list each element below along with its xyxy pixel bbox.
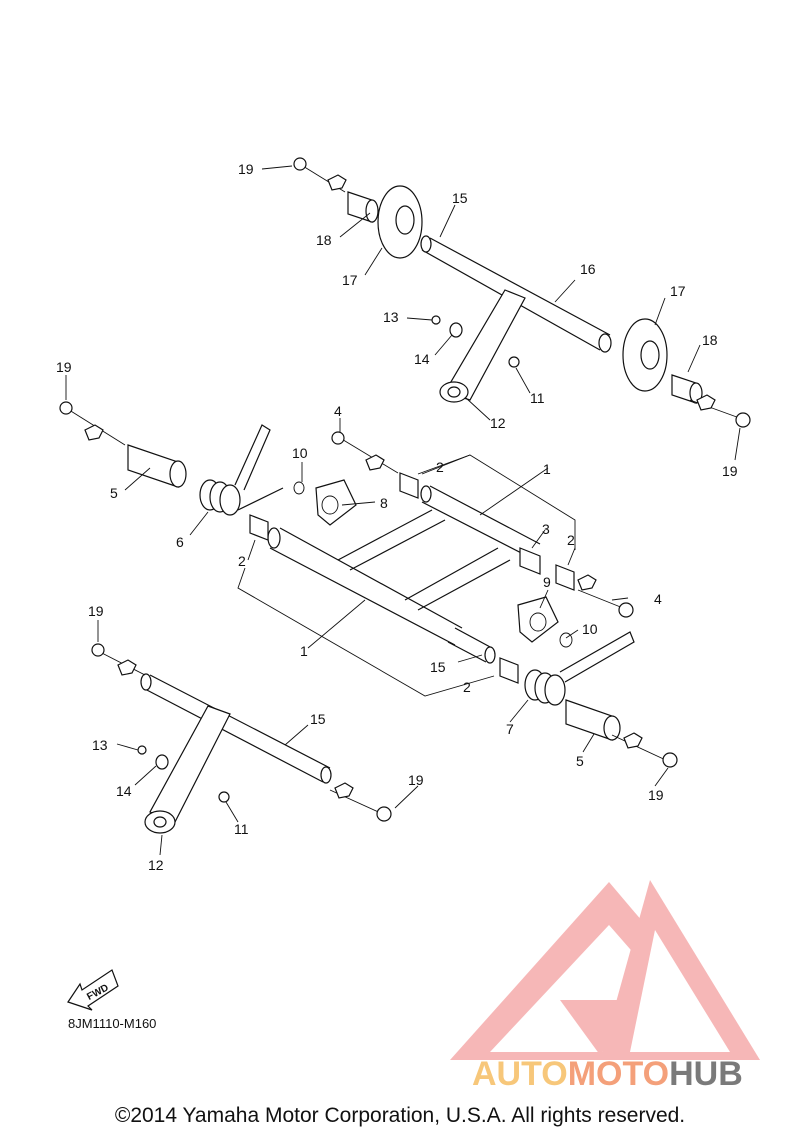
label-15: 15 bbox=[430, 659, 446, 675]
label-19: 19 bbox=[56, 359, 72, 375]
label-17: 17 bbox=[670, 283, 686, 299]
label-11: 11 bbox=[530, 390, 545, 406]
label-18: 18 bbox=[702, 332, 718, 348]
label-2: 2 bbox=[436, 459, 444, 475]
label-18: 18 bbox=[316, 232, 332, 248]
label-9: 9 bbox=[543, 574, 551, 590]
watermark-logo bbox=[450, 880, 760, 1060]
label-2: 2 bbox=[238, 553, 246, 569]
label-8: 8 bbox=[380, 495, 388, 511]
label-19: 19 bbox=[408, 772, 424, 788]
label-13: 13 bbox=[383, 309, 399, 325]
copyright-notice: ©2014 Yamaha Motor Corporation, U.S.A. A… bbox=[114, 1104, 686, 1127]
label-4: 4 bbox=[334, 403, 342, 419]
label-11: 11 bbox=[234, 821, 249, 837]
label-1: 1 bbox=[300, 643, 308, 659]
fwd-arrow-icon: FWD bbox=[67, 969, 119, 1011]
label-2: 2 bbox=[463, 679, 471, 695]
label-10: 10 bbox=[582, 621, 598, 637]
label-10: 10 bbox=[292, 445, 308, 461]
label-19: 19 bbox=[648, 787, 664, 803]
spring-6 bbox=[199, 424, 284, 516]
label-19: 19 bbox=[88, 603, 104, 619]
label-19: 19 bbox=[238, 161, 254, 177]
bottom-shaft-assembly bbox=[91, 643, 392, 834]
label-12: 12 bbox=[490, 415, 506, 431]
label-17: 17 bbox=[342, 272, 358, 288]
spring-7 bbox=[524, 631, 635, 706]
label-15: 15 bbox=[310, 711, 326, 727]
label-13: 13 bbox=[92, 737, 108, 753]
watermark-moto: MOTO bbox=[567, 1055, 670, 1093]
label-12: 12 bbox=[148, 857, 164, 873]
label-14: 14 bbox=[116, 783, 132, 799]
label-4: 4 bbox=[654, 591, 662, 607]
label-16: 16 bbox=[580, 261, 596, 277]
top-shaft-assembly bbox=[293, 157, 751, 428]
label-2: 2 bbox=[567, 532, 575, 548]
label-14: 14 bbox=[414, 351, 430, 367]
middle-frame-assembly bbox=[59, 401, 678, 768]
label-1: 1 bbox=[543, 461, 551, 477]
label-19: 19 bbox=[722, 463, 738, 479]
label-6: 6 bbox=[176, 534, 184, 550]
label-3: 3 bbox=[542, 521, 550, 537]
watermark-auto: AUTO bbox=[472, 1055, 568, 1093]
label-5: 5 bbox=[576, 753, 584, 769]
diagram-reference-code: 8JM1110-M160 bbox=[68, 1016, 157, 1031]
label-5: 5 bbox=[110, 485, 118, 501]
label-7: 7 bbox=[506, 721, 514, 737]
part-labels: 19 15 18 17 16 17 13 18 14 11 12 19 19 4… bbox=[56, 161, 738, 873]
label-15: 15 bbox=[452, 190, 468, 206]
watermark-hub: HUB bbox=[669, 1055, 743, 1093]
watermark-text: AUTOMOTOHUB bbox=[472, 1055, 743, 1094]
leader-lines bbox=[65, 165, 741, 856]
